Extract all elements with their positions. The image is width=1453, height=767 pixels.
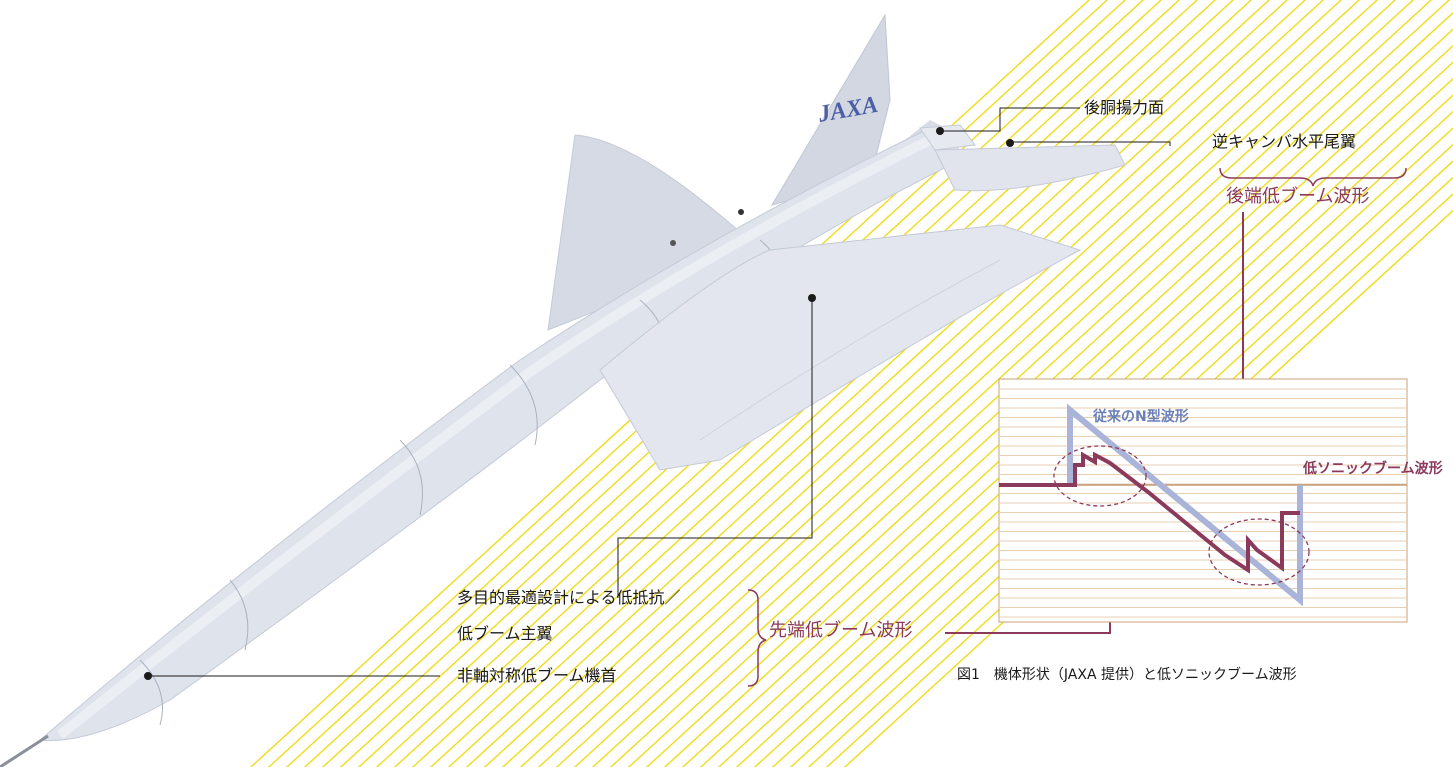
n-wave xyxy=(1067,403,1303,607)
wing-bracket xyxy=(747,589,767,687)
shock-ray xyxy=(519,0,1361,767)
n-wave-label: 従来のN型波形 xyxy=(1093,409,1189,425)
shock-ray xyxy=(447,0,1289,767)
shock-ray xyxy=(483,0,1325,767)
shock-ray xyxy=(501,0,1343,767)
low-boom-wave xyxy=(999,451,1300,574)
front-low-boom-label: 先端低ブーム波形 xyxy=(769,620,913,641)
shock-ray xyxy=(555,0,1397,767)
aircraft-body xyxy=(0,13,1126,767)
inverted-camber-tail-label: 逆キャンバ水平尾翼 xyxy=(1212,132,1357,151)
nose-label: 非軸対称低ブーム機首 xyxy=(457,666,617,685)
main-wing-label-1: 多目的最適設計による低抵抗／ xyxy=(457,588,681,607)
rear-low-boom-label: 後端低ブーム波形 xyxy=(1226,186,1370,207)
tail-bracket xyxy=(1219,167,1407,187)
shock-ray xyxy=(537,0,1379,767)
shock-ray xyxy=(573,0,1415,767)
shock-ray xyxy=(465,0,1307,767)
shock-ray xyxy=(429,0,1271,767)
low-boom-wave-label: 低ソニックブーム波形 xyxy=(1303,461,1443,477)
main-wing-label-2: 低ブーム主翼 xyxy=(457,624,553,643)
rear-lift-surface-label: 後胴揚力面 xyxy=(1084,98,1165,117)
figure-caption: 図1 機体形状（JAXA 提供）と低ソニックブーム波形 xyxy=(957,667,1297,683)
waveform-inset xyxy=(998,378,1408,623)
callout-lines xyxy=(148,107,1171,677)
